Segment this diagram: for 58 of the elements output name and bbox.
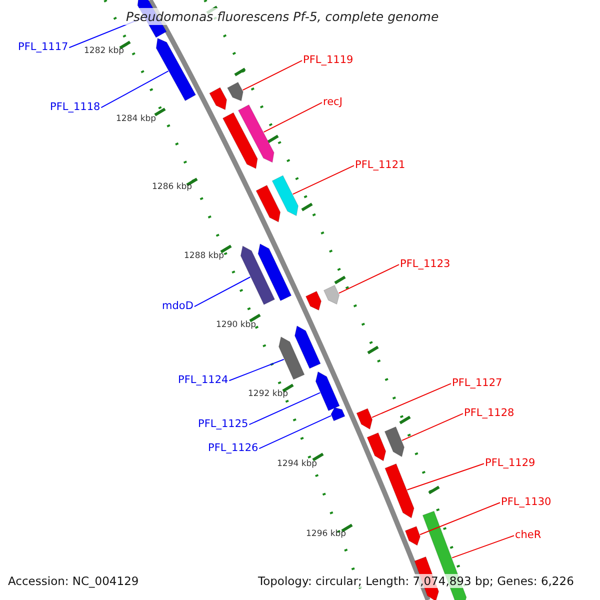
gene-block	[366, 432, 386, 462]
gene-block	[258, 243, 292, 302]
gene-label: PFL_1125	[198, 418, 248, 430]
leader-line	[258, 415, 332, 450]
leader-line	[100, 70, 169, 108]
gene-label: mdoD	[162, 300, 194, 312]
footer-text: Accession: NC_004129	[8, 574, 139, 588]
leader-line	[228, 358, 284, 382]
gene-block	[209, 87, 228, 110]
gene-block	[278, 336, 305, 380]
leader-line	[338, 264, 400, 294]
gene-label: PFL_1124	[178, 374, 228, 386]
leader-line	[263, 102, 322, 133]
leader-line	[292, 165, 354, 195]
gene-block	[272, 175, 299, 216]
scale-label: 1282 kbp	[84, 46, 124, 56]
scale-label: 1288 kbp	[184, 251, 224, 261]
scale-label: 1296 kbp	[306, 529, 346, 539]
gene-label: cheR	[515, 529, 542, 541]
leader-line	[248, 392, 321, 426]
gene-block	[305, 290, 322, 311]
scale-label: 1286 kbp	[152, 182, 192, 192]
scale-label: 1290 kbp	[216, 320, 256, 330]
leader-line	[372, 383, 452, 418]
gene-block	[227, 82, 244, 102]
gene-block	[256, 184, 281, 222]
gene-block	[222, 112, 258, 170]
leader-line	[242, 60, 302, 91]
gene-block	[356, 408, 373, 430]
scale-label: 1294 kbp	[277, 459, 318, 469]
gene-label: PFL_1126	[208, 442, 258, 454]
gene-label: PFL_1129	[485, 457, 536, 469]
leader-line	[402, 413, 464, 441]
footer-text: Topology: circular; Length: 7,074,893 bp; Genes: 6,226	[258, 574, 574, 588]
gene-label: PFL_1117	[18, 41, 68, 53]
gene-block	[315, 371, 340, 412]
gene-label: PFL_1119	[303, 54, 354, 66]
gene-label: PFL_1128	[464, 407, 514, 419]
gene-block	[294, 325, 321, 369]
gene-label: recJ	[323, 96, 342, 108]
leader-line	[452, 535, 514, 558]
gene-label: PFL_1121	[355, 159, 406, 171]
leader-line	[406, 463, 484, 490]
gene-label: PFL_1130	[501, 496, 552, 508]
gene-block	[238, 104, 274, 163]
gene-block	[156, 38, 196, 102]
leader-line	[194, 276, 251, 308]
gene-label: PFL_1118	[50, 101, 100, 113]
gene-block	[323, 284, 340, 305]
gene-block	[384, 463, 414, 518]
gene-block	[330, 407, 346, 422]
leader-line	[420, 502, 500, 536]
gene-label: PFL_1127	[452, 377, 502, 389]
gene-block	[240, 246, 276, 305]
gene-block	[384, 426, 405, 458]
gene-label: PFL_1123	[400, 258, 450, 270]
scale-label: 1284 kbp	[116, 114, 156, 124]
scale-label: 1292 kbp	[248, 389, 288, 399]
